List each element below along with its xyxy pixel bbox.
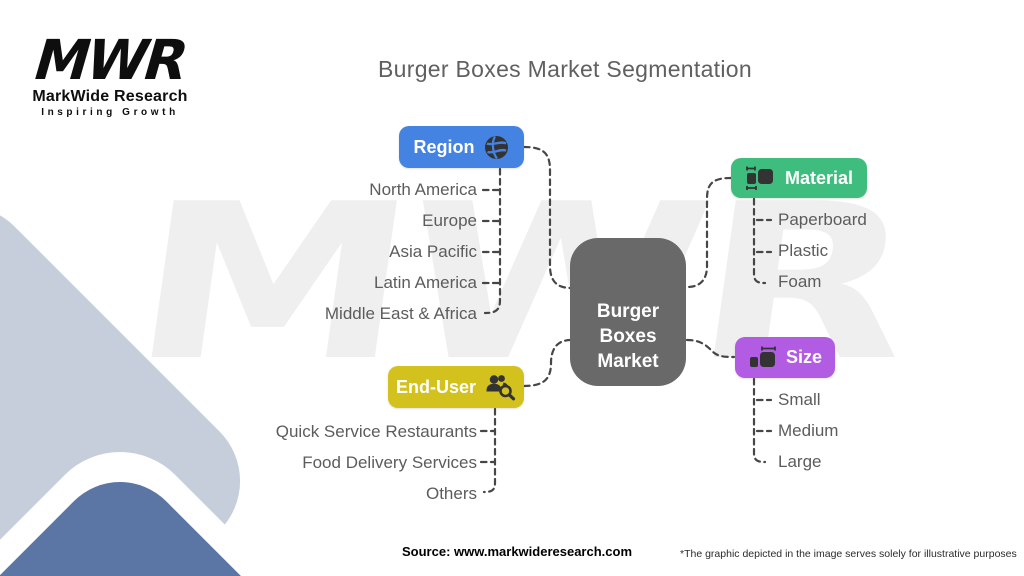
branch-node-material: Material [731, 158, 867, 198]
connector-enduser-items [479, 407, 497, 494]
list-item: Plastic [778, 241, 829, 260]
center-node-line: Boxes [599, 326, 657, 347]
connector-region-to-center [522, 145, 573, 290]
branch-node-end-user: End-User [388, 366, 524, 408]
connector-size-items [752, 377, 773, 464]
list-item: Middle East & Africa [324, 304, 477, 323]
list-item: North America [369, 180, 477, 199]
connector-region-items [481, 167, 502, 315]
page-title: Burger Boxes Market Segmentation [378, 56, 752, 82]
source-text: Source: www.markwideresearch.com [402, 544, 633, 559]
branch-node-region: Region [399, 126, 524, 168]
branch-node-region-label: Region [413, 136, 475, 157]
brand-logo: MWR MarkWide Research Inspiring Growth [26, 28, 194, 118]
list-item: Food Delivery Services [302, 453, 477, 472]
center-node-burger-boxes-market: Burger Boxes Market [570, 238, 686, 386]
connector-material-items [752, 197, 773, 285]
list-item: Paperboard [778, 210, 867, 229]
branch-node-size-label: Size [785, 347, 823, 367]
connector-material-to-center [685, 176, 733, 289]
list-item: Foam [778, 272, 822, 291]
logo-monogram: MWR [26, 28, 194, 92]
branch-node-material-label: Material [784, 167, 854, 188]
region-items-list: North America Europe Asia Pacific Latin … [325, 174, 477, 329]
list-item: Quick Service Restaurants [275, 422, 477, 441]
end-user-items-list: Quick Service Restaurants Food Delivery … [276, 416, 477, 509]
center-node-line: Market [597, 351, 659, 372]
material-items-list: Paperboard Plastic Foam [778, 204, 867, 297]
list-item: Others [425, 484, 477, 503]
list-item: Large [778, 452, 822, 471]
list-item: Medium [778, 421, 839, 440]
center-node-line: Burger [596, 301, 660, 322]
globe-icon [483, 134, 510, 161]
logo-name: MarkWide Research [32, 88, 188, 105]
list-item: Latin America [374, 273, 477, 292]
packaging-boxes-icon [745, 165, 777, 191]
boxes-measure-icon [748, 345, 778, 371]
list-item: Asia Pacific [389, 242, 477, 261]
logo-tagline: Inspiring Growth [41, 107, 179, 118]
size-items-list: Small Medium Large [778, 384, 838, 477]
list-item: Europe [422, 211, 477, 230]
list-item: Small [778, 390, 821, 409]
connector-enduser-to-center [522, 338, 573, 388]
branch-node-size: Size [735, 337, 835, 378]
disclaimer-text: *The graphic depicted in the image serve… [680, 548, 1017, 560]
users-magnifier-icon [484, 373, 516, 401]
connector-size-to-center [685, 338, 736, 359]
branch-node-end-user-label: End-User [395, 376, 476, 397]
